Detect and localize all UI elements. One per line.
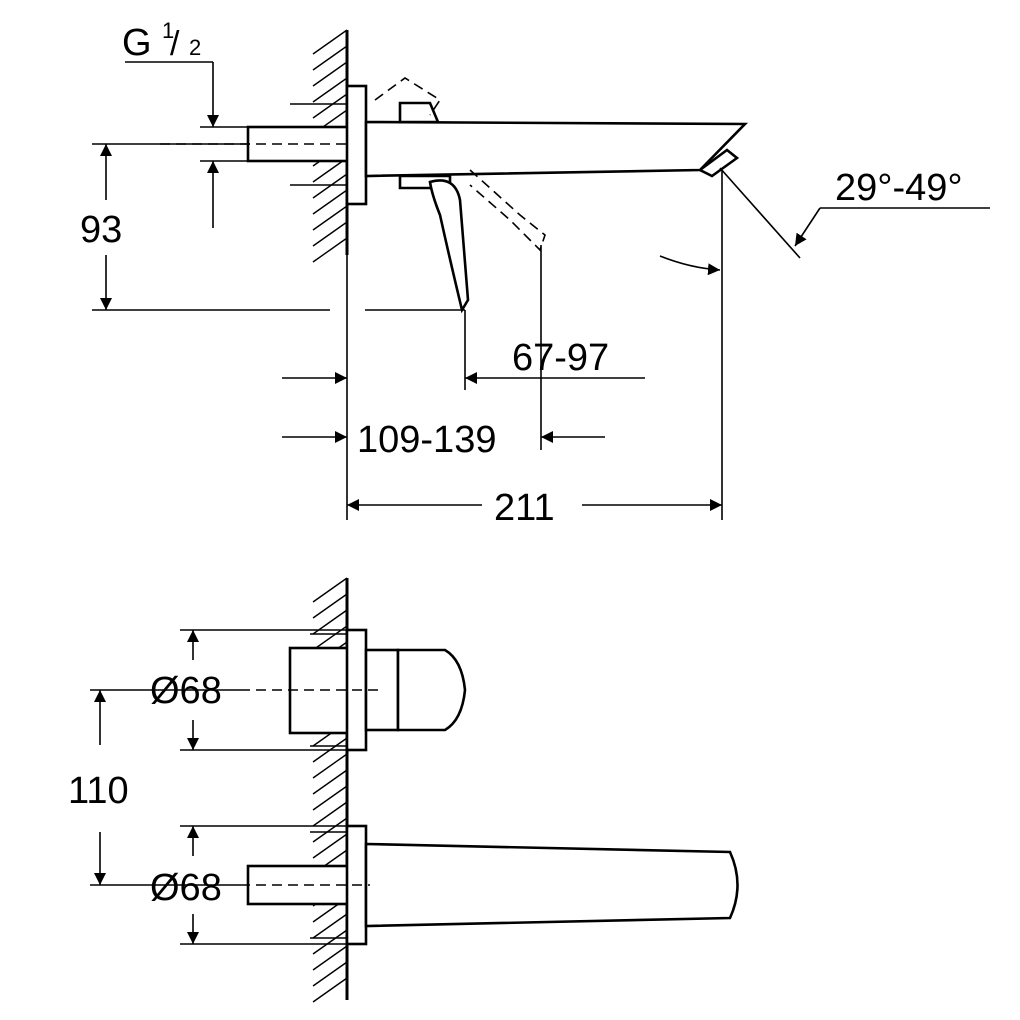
height-label-93: 93 (80, 209, 122, 251)
thread-fraction-numerator: 1 (162, 18, 174, 43)
spacing-label-110: 110 (68, 770, 129, 812)
wall-hatch-line (312, 833, 348, 859)
wall-hatch-line (312, 593, 348, 619)
wall-hatch-line (312, 173, 348, 199)
reach-label-67-97: 67-97 (512, 337, 609, 379)
diameter-label-bottom: Ø68 (150, 867, 222, 909)
thread-fraction-slash: / (170, 25, 180, 63)
lever-knob (396, 648, 467, 732)
spout-body (364, 120, 749, 178)
thread-fraction-denominator: 2 (189, 35, 201, 60)
lever-alt-position (469, 169, 546, 252)
lever-alt-position-top (374, 77, 442, 116)
wall-hatch-line (312, 61, 348, 87)
reach-dimension-67-97: 67-97 (282, 245, 645, 450)
wall-hatch-line (312, 205, 348, 231)
spout-plan (364, 842, 739, 928)
wall-plate (345, 84, 368, 206)
spout-nozzle (697, 148, 740, 178)
thread-label: G (122, 22, 152, 64)
diameter-dimension-bottom: Ø68 (150, 825, 348, 945)
angle-dimension: 29°-49° (659, 167, 990, 276)
plan-view: Ø68 Ø68 110 (68, 577, 739, 1003)
projection-label-211: 211 (494, 487, 555, 529)
spacing-dimension-110: 110 (68, 689, 240, 886)
wall-hatch-line (312, 753, 348, 779)
projection-dimension-211: 211 (347, 487, 722, 529)
wall-hatch-line (312, 93, 348, 119)
wall-hatch-line (312, 29, 348, 55)
side-elevation-view: G 1 / 2 93 29°-49° (80, 18, 990, 529)
wall-hatch-line (312, 769, 348, 795)
wall-hatch-line (312, 221, 348, 247)
height-dimension-93: 93 (80, 143, 465, 311)
diameter-label-top: Ø68 (150, 670, 222, 712)
lever-handle (428, 179, 470, 314)
wall-hatch-line (312, 77, 348, 103)
wall-hatch-line (312, 577, 348, 603)
reach-dimension-109-139: 109-139 (282, 419, 605, 461)
thread-dimension: G 1 / 2 (122, 18, 250, 228)
wall-hatch-line (312, 801, 348, 827)
wall-hatch-line (312, 929, 348, 955)
wall-hatch-line (312, 189, 348, 215)
wall-hatch-line (312, 785, 348, 811)
wall-hatch-line (312, 945, 348, 971)
reach-label-109-139: 109-139 (357, 419, 496, 461)
wall-hatch-line (312, 45, 348, 71)
lever-top-mount (398, 101, 440, 124)
angle-label: 29°-49° (835, 167, 963, 209)
wall-hatch-line (312, 913, 348, 939)
diameter-dimension-top: Ø68 (150, 629, 348, 751)
wall-hatch-line (312, 237, 348, 263)
wall-hatch-line (312, 817, 348, 843)
wall-hatch-line (312, 961, 348, 987)
wall-hatch-line (312, 977, 348, 1003)
